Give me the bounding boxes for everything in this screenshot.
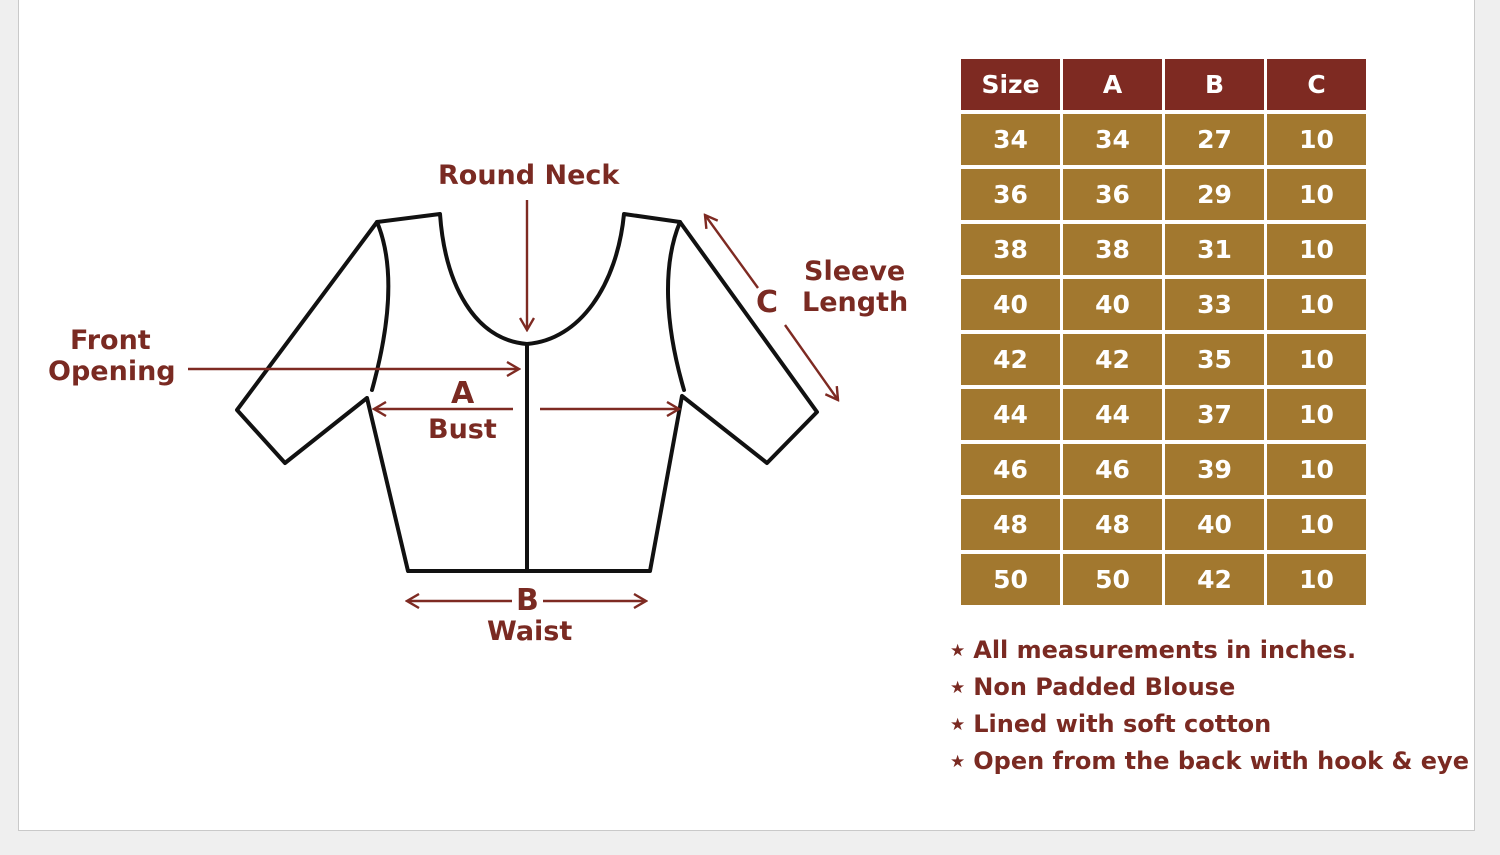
table-cell: 44 bbox=[961, 389, 1060, 440]
table-cell: 31 bbox=[1165, 224, 1264, 275]
table-cell: 10 bbox=[1267, 499, 1366, 550]
measure-a-letter: A bbox=[451, 376, 475, 411]
table-cell: 48 bbox=[961, 499, 1060, 550]
table-cell: 36 bbox=[1063, 169, 1162, 220]
table-cell: 37 bbox=[1165, 389, 1264, 440]
measure-c-letter: C bbox=[756, 285, 779, 320]
front-label: Front bbox=[70, 325, 151, 356]
b-column-header: B bbox=[1165, 59, 1264, 110]
table-cell: 46 bbox=[1063, 444, 1162, 495]
table-cell: 10 bbox=[1267, 224, 1366, 275]
table-cell: 42 bbox=[961, 334, 1060, 385]
size-table-header-row: Size A B C bbox=[961, 59, 1366, 110]
table-cell: 35 bbox=[1165, 334, 1264, 385]
a-column-header: A bbox=[1063, 59, 1162, 110]
table-cell: 34 bbox=[961, 114, 1060, 165]
table-cell: 50 bbox=[1063, 554, 1162, 605]
opening-label: Opening bbox=[48, 356, 176, 387]
table-cell: 10 bbox=[1267, 554, 1366, 605]
round-neck-label: Round Neck bbox=[438, 160, 620, 191]
table-cell: 40 bbox=[1165, 499, 1264, 550]
star-icon: ★ bbox=[950, 715, 966, 735]
table-cell: 39 bbox=[1165, 444, 1264, 495]
left-armhole-line bbox=[370, 220, 391, 392]
c-column-header: C bbox=[1267, 59, 1366, 110]
table-cell: 38 bbox=[1063, 224, 1162, 275]
right-armhole-line bbox=[666, 220, 686, 392]
table-cell: 34 bbox=[1063, 114, 1162, 165]
list-item: ★ All measurements in inches. bbox=[950, 632, 1469, 669]
note-text: Lined with soft cotton bbox=[973, 710, 1272, 738]
table-cell: 48 bbox=[1063, 499, 1162, 550]
length-label: Length bbox=[802, 287, 909, 318]
table-cell: 44 bbox=[1063, 389, 1162, 440]
bust-label: Bust bbox=[428, 414, 497, 445]
table-cell: 40 bbox=[961, 279, 1060, 330]
blouse-diagram bbox=[188, 200, 960, 700]
table-cell: 10 bbox=[1267, 444, 1366, 495]
table-cell: 29 bbox=[1165, 169, 1264, 220]
table-cell: 10 bbox=[1267, 114, 1366, 165]
measure-b-letter: B bbox=[516, 583, 539, 618]
star-icon: ★ bbox=[950, 752, 966, 772]
table-cell: 36 bbox=[961, 169, 1060, 220]
star-icon: ★ bbox=[950, 641, 966, 661]
sleeve-arrow-down bbox=[784, 324, 838, 400]
sleeve-label: Sleeve bbox=[804, 256, 906, 287]
table-cell: 38 bbox=[961, 224, 1060, 275]
note-text: Non Padded Blouse bbox=[973, 673, 1236, 701]
table-cell: 40 bbox=[1063, 279, 1162, 330]
list-item: ★ Open from the back with hook & eye bbox=[950, 743, 1469, 780]
table-cell: 10 bbox=[1267, 169, 1366, 220]
table-cell: 10 bbox=[1267, 334, 1366, 385]
size-column-header: Size bbox=[961, 59, 1060, 110]
table-cell: 10 bbox=[1267, 279, 1366, 330]
table-cell: 33 bbox=[1165, 279, 1264, 330]
list-item: ★ Lined with soft cotton bbox=[950, 706, 1469, 743]
notes-list: ★ All measurements in inches. ★ Non Padded… bbox=[950, 632, 1469, 780]
star-icon: ★ bbox=[950, 678, 966, 698]
blouse-outline bbox=[235, 212, 819, 573]
waist-label: Waist bbox=[487, 616, 573, 647]
table-cell: 50 bbox=[961, 554, 1060, 605]
table-cell: 42 bbox=[1063, 334, 1162, 385]
table-cell: 46 bbox=[961, 444, 1060, 495]
note-text: All measurements in inches. bbox=[973, 636, 1357, 664]
note-text: Open from the back with hook & eye bbox=[973, 747, 1469, 775]
table-cell: 42 bbox=[1165, 554, 1264, 605]
table-cell: 27 bbox=[1165, 114, 1264, 165]
list-item: ★ Non Padded Blouse bbox=[950, 669, 1469, 706]
table-cell: 10 bbox=[1267, 389, 1366, 440]
sleeve-arrow-up bbox=[705, 215, 759, 289]
